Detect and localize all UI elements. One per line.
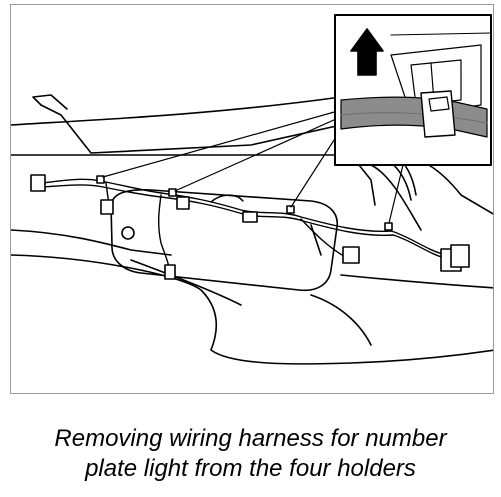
wiring-harness-illustration [11,14,493,365]
holder-1 [96,175,105,184]
arrow-up-icon [350,28,384,76]
detail-inset [334,14,492,166]
holder-2 [168,188,177,197]
number-plate-recess [110,189,338,292]
harness-connectors [30,174,470,280]
figure-caption: Removing wiring harness for number plate… [0,424,501,484]
caption-line-1: Removing wiring harness for number [54,425,447,452]
illustration-frame [10,4,494,394]
detail-leader-lines [102,108,404,224]
holder-3 [286,205,295,214]
caption-line-2: plate light from the four holders [85,455,416,482]
holder-4 [384,222,393,231]
vehicle-body-outline [11,94,493,365]
